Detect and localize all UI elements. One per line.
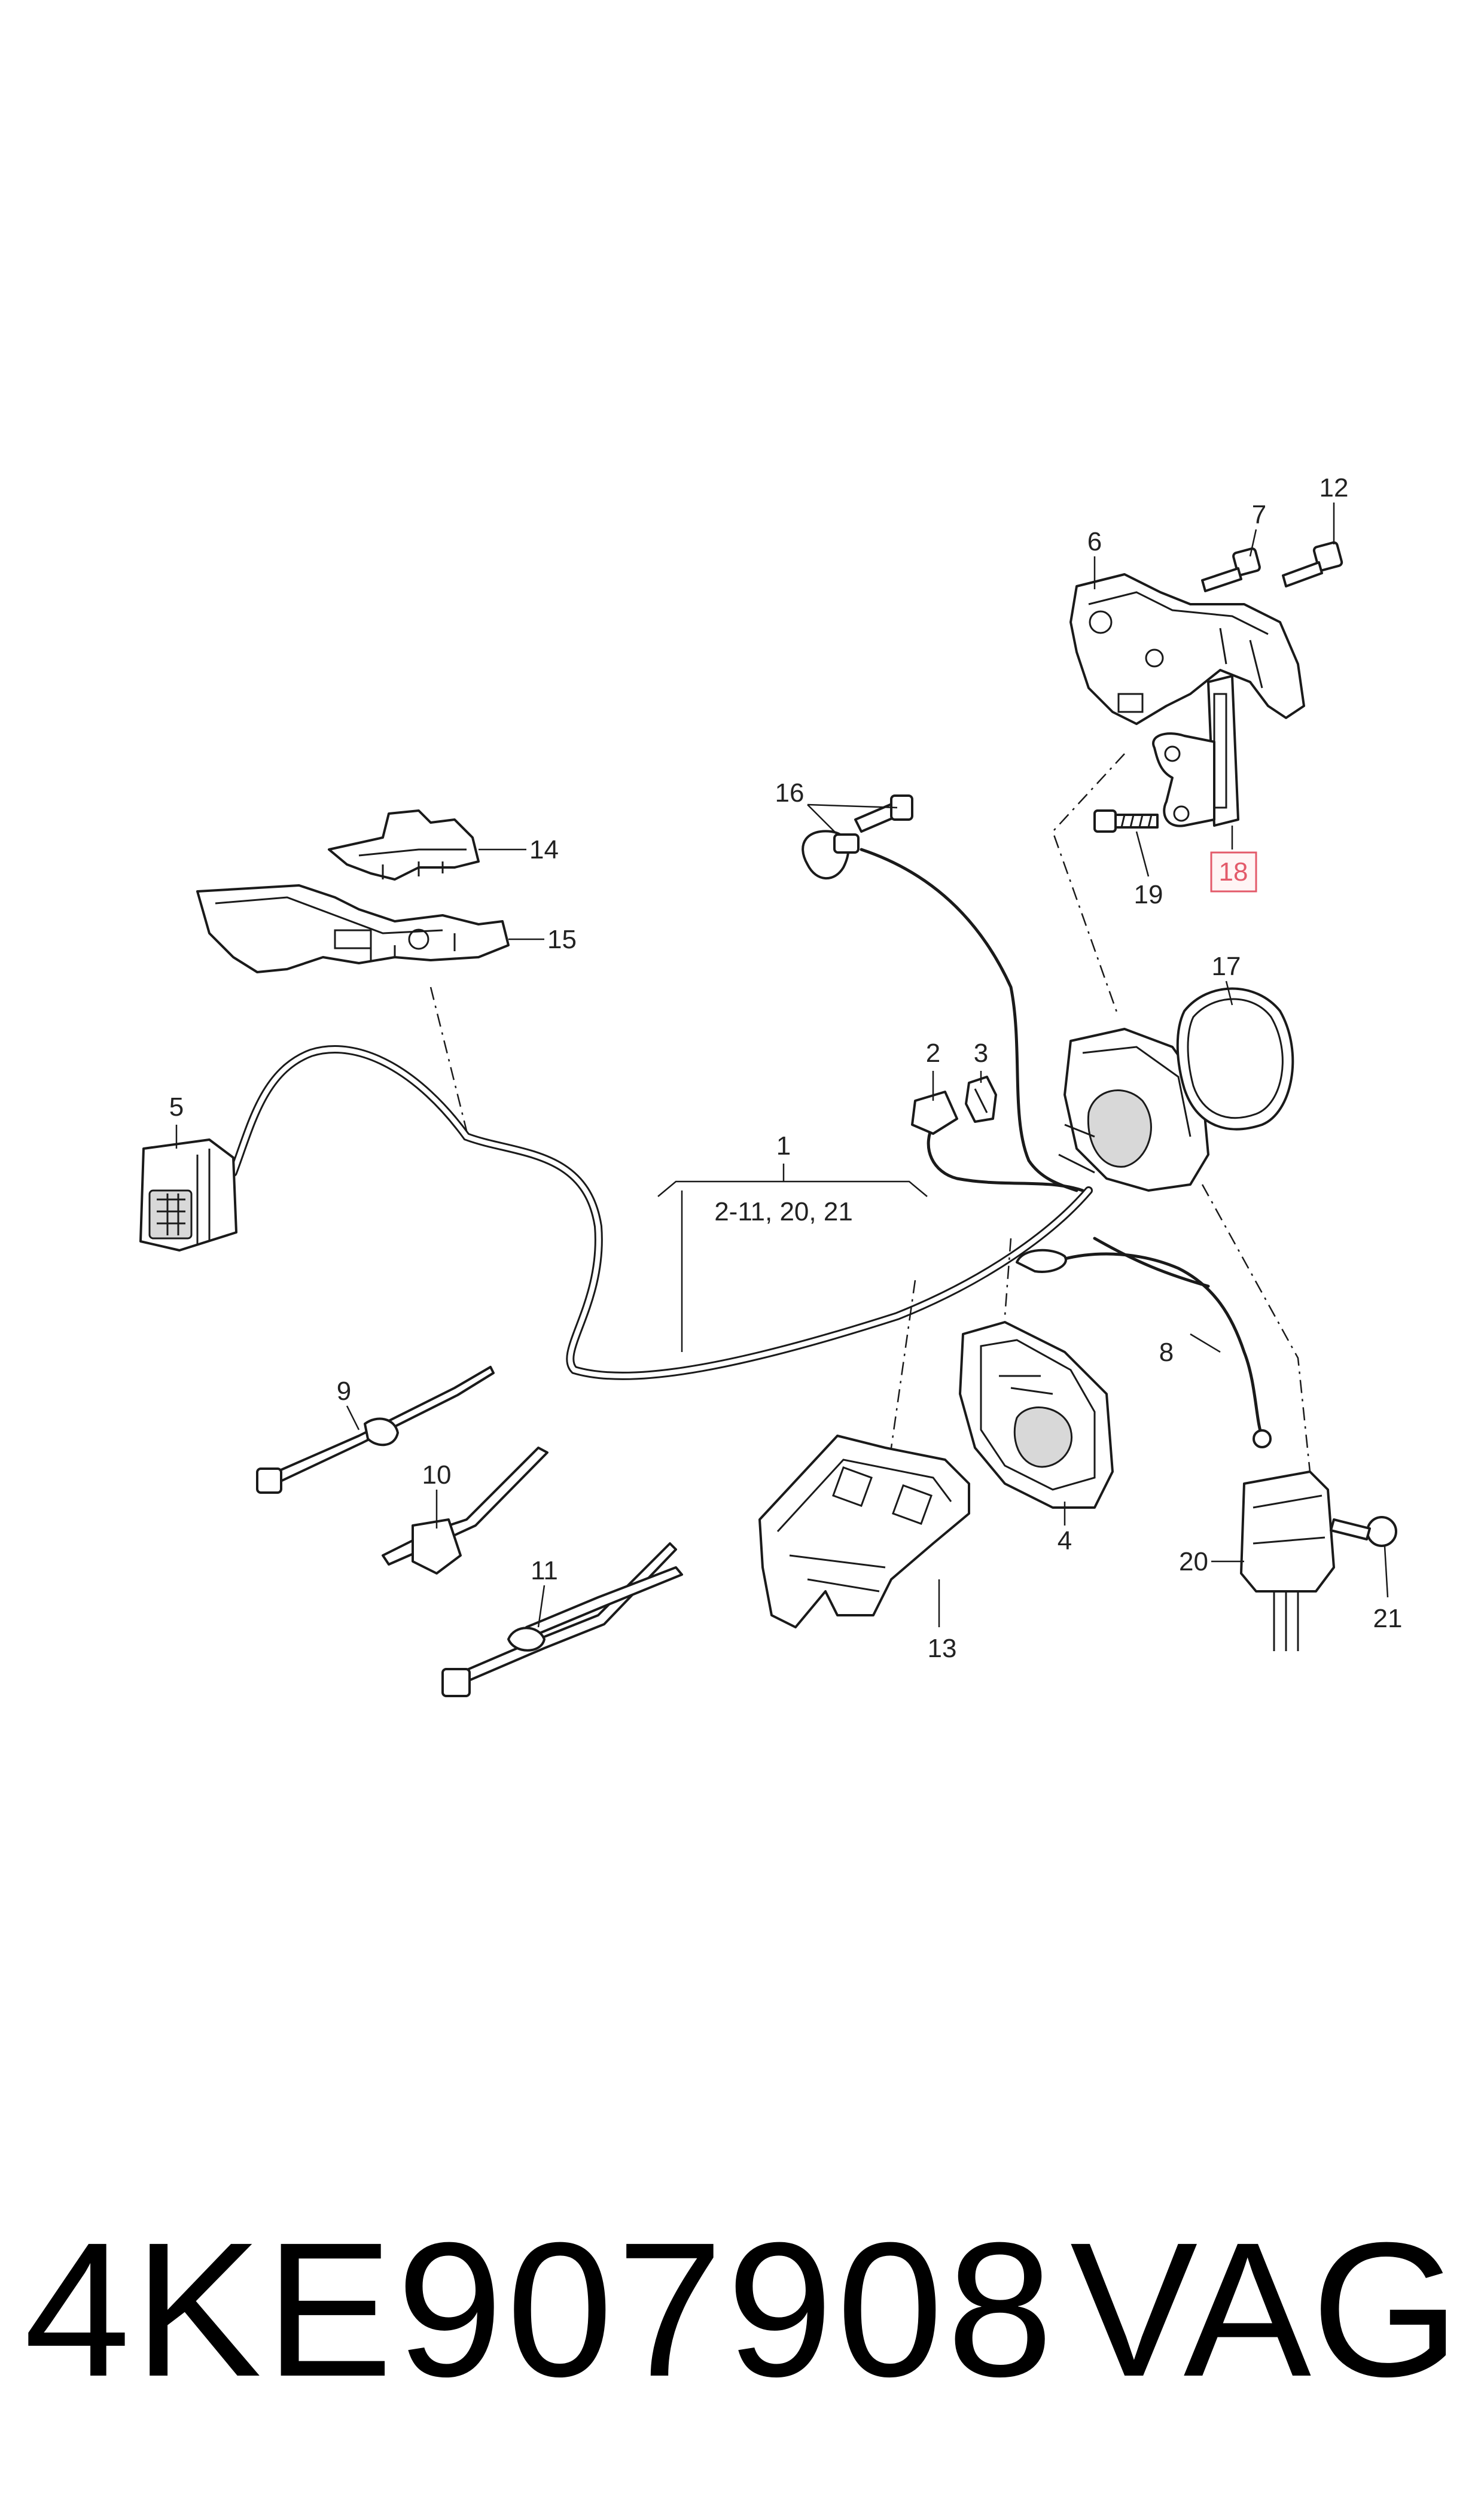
callout-8: 8 bbox=[1159, 1338, 1174, 1367]
callout-20: 20 bbox=[1179, 1547, 1208, 1576]
brand-name: VAG bbox=[1069, 2202, 1460, 2416]
part-19-bolt bbox=[1093, 809, 1159, 833]
wiring-harness bbox=[229, 848, 1210, 1380]
leader-lines bbox=[175, 503, 1389, 1628]
part-8-earth-wire bbox=[1016, 1249, 1272, 1448]
part-4-housing bbox=[959, 1321, 1114, 1509]
callout-5: 5 bbox=[169, 1092, 184, 1122]
callout-4: 4 bbox=[1058, 1526, 1072, 1555]
part-21-bolt bbox=[1330, 1516, 1397, 1547]
part-11-cable-tie bbox=[441, 1542, 683, 1697]
callout-10: 10 bbox=[422, 1460, 452, 1490]
part-number: 4KE907908 bbox=[24, 2202, 1057, 2416]
part-9-cable-tie bbox=[256, 1366, 495, 1494]
callout-13: 13 bbox=[928, 1634, 957, 1663]
callout-3: 3 bbox=[974, 1039, 988, 1068]
callout-18-highlight bbox=[1210, 851, 1257, 893]
callout-21: 21 bbox=[1373, 1604, 1403, 1633]
part-17-gasket bbox=[1176, 987, 1294, 1131]
charging-socket bbox=[1058, 1028, 1209, 1192]
callout-2: 2 bbox=[926, 1039, 940, 1068]
part-12-bolt bbox=[1282, 541, 1343, 587]
callout-1-range: 2-11, 20, 21 bbox=[714, 1197, 853, 1226]
callout-16: 16 bbox=[775, 778, 805, 808]
part-16-bolt bbox=[802, 794, 913, 880]
callout-11: 11 bbox=[531, 1556, 558, 1585]
callout-15: 15 bbox=[547, 925, 577, 954]
part-13-bracket bbox=[758, 1435, 970, 1628]
part-3-clip bbox=[965, 1076, 997, 1123]
part-2-connector bbox=[911, 1091, 958, 1135]
callout-19: 19 bbox=[1134, 880, 1163, 909]
part-18-holder bbox=[1152, 675, 1239, 827]
part-14-bracket bbox=[328, 809, 480, 881]
callout-1: 1 bbox=[776, 1131, 791, 1161]
callout-14: 14 bbox=[529, 835, 559, 864]
parts-diagram: 1 2-11, 20, 21 2 3 4 5 6 7 8 9 10 11 12 … bbox=[139, 473, 1403, 1697]
part-10-cable-tie bbox=[382, 1447, 548, 1575]
part-7-bolt bbox=[1201, 547, 1261, 592]
callout-6: 6 bbox=[1087, 527, 1102, 556]
callout-9: 9 bbox=[337, 1377, 351, 1406]
callout-18: 18 bbox=[1219, 857, 1248, 887]
callout-7: 7 bbox=[1252, 500, 1266, 529]
part-20-control-unit bbox=[1240, 1470, 1335, 1651]
part-15-bracket bbox=[196, 884, 510, 973]
part-5-connector bbox=[139, 1138, 237, 1252]
callouts: 1 2-11, 20, 21 2 3 4 5 6 7 8 9 10 11 12 … bbox=[169, 473, 1403, 1663]
callout-12: 12 bbox=[1320, 473, 1349, 503]
callout-17: 17 bbox=[1212, 952, 1241, 981]
alignment-lines bbox=[429, 753, 1311, 1472]
part-6-bracket bbox=[1069, 573, 1305, 725]
